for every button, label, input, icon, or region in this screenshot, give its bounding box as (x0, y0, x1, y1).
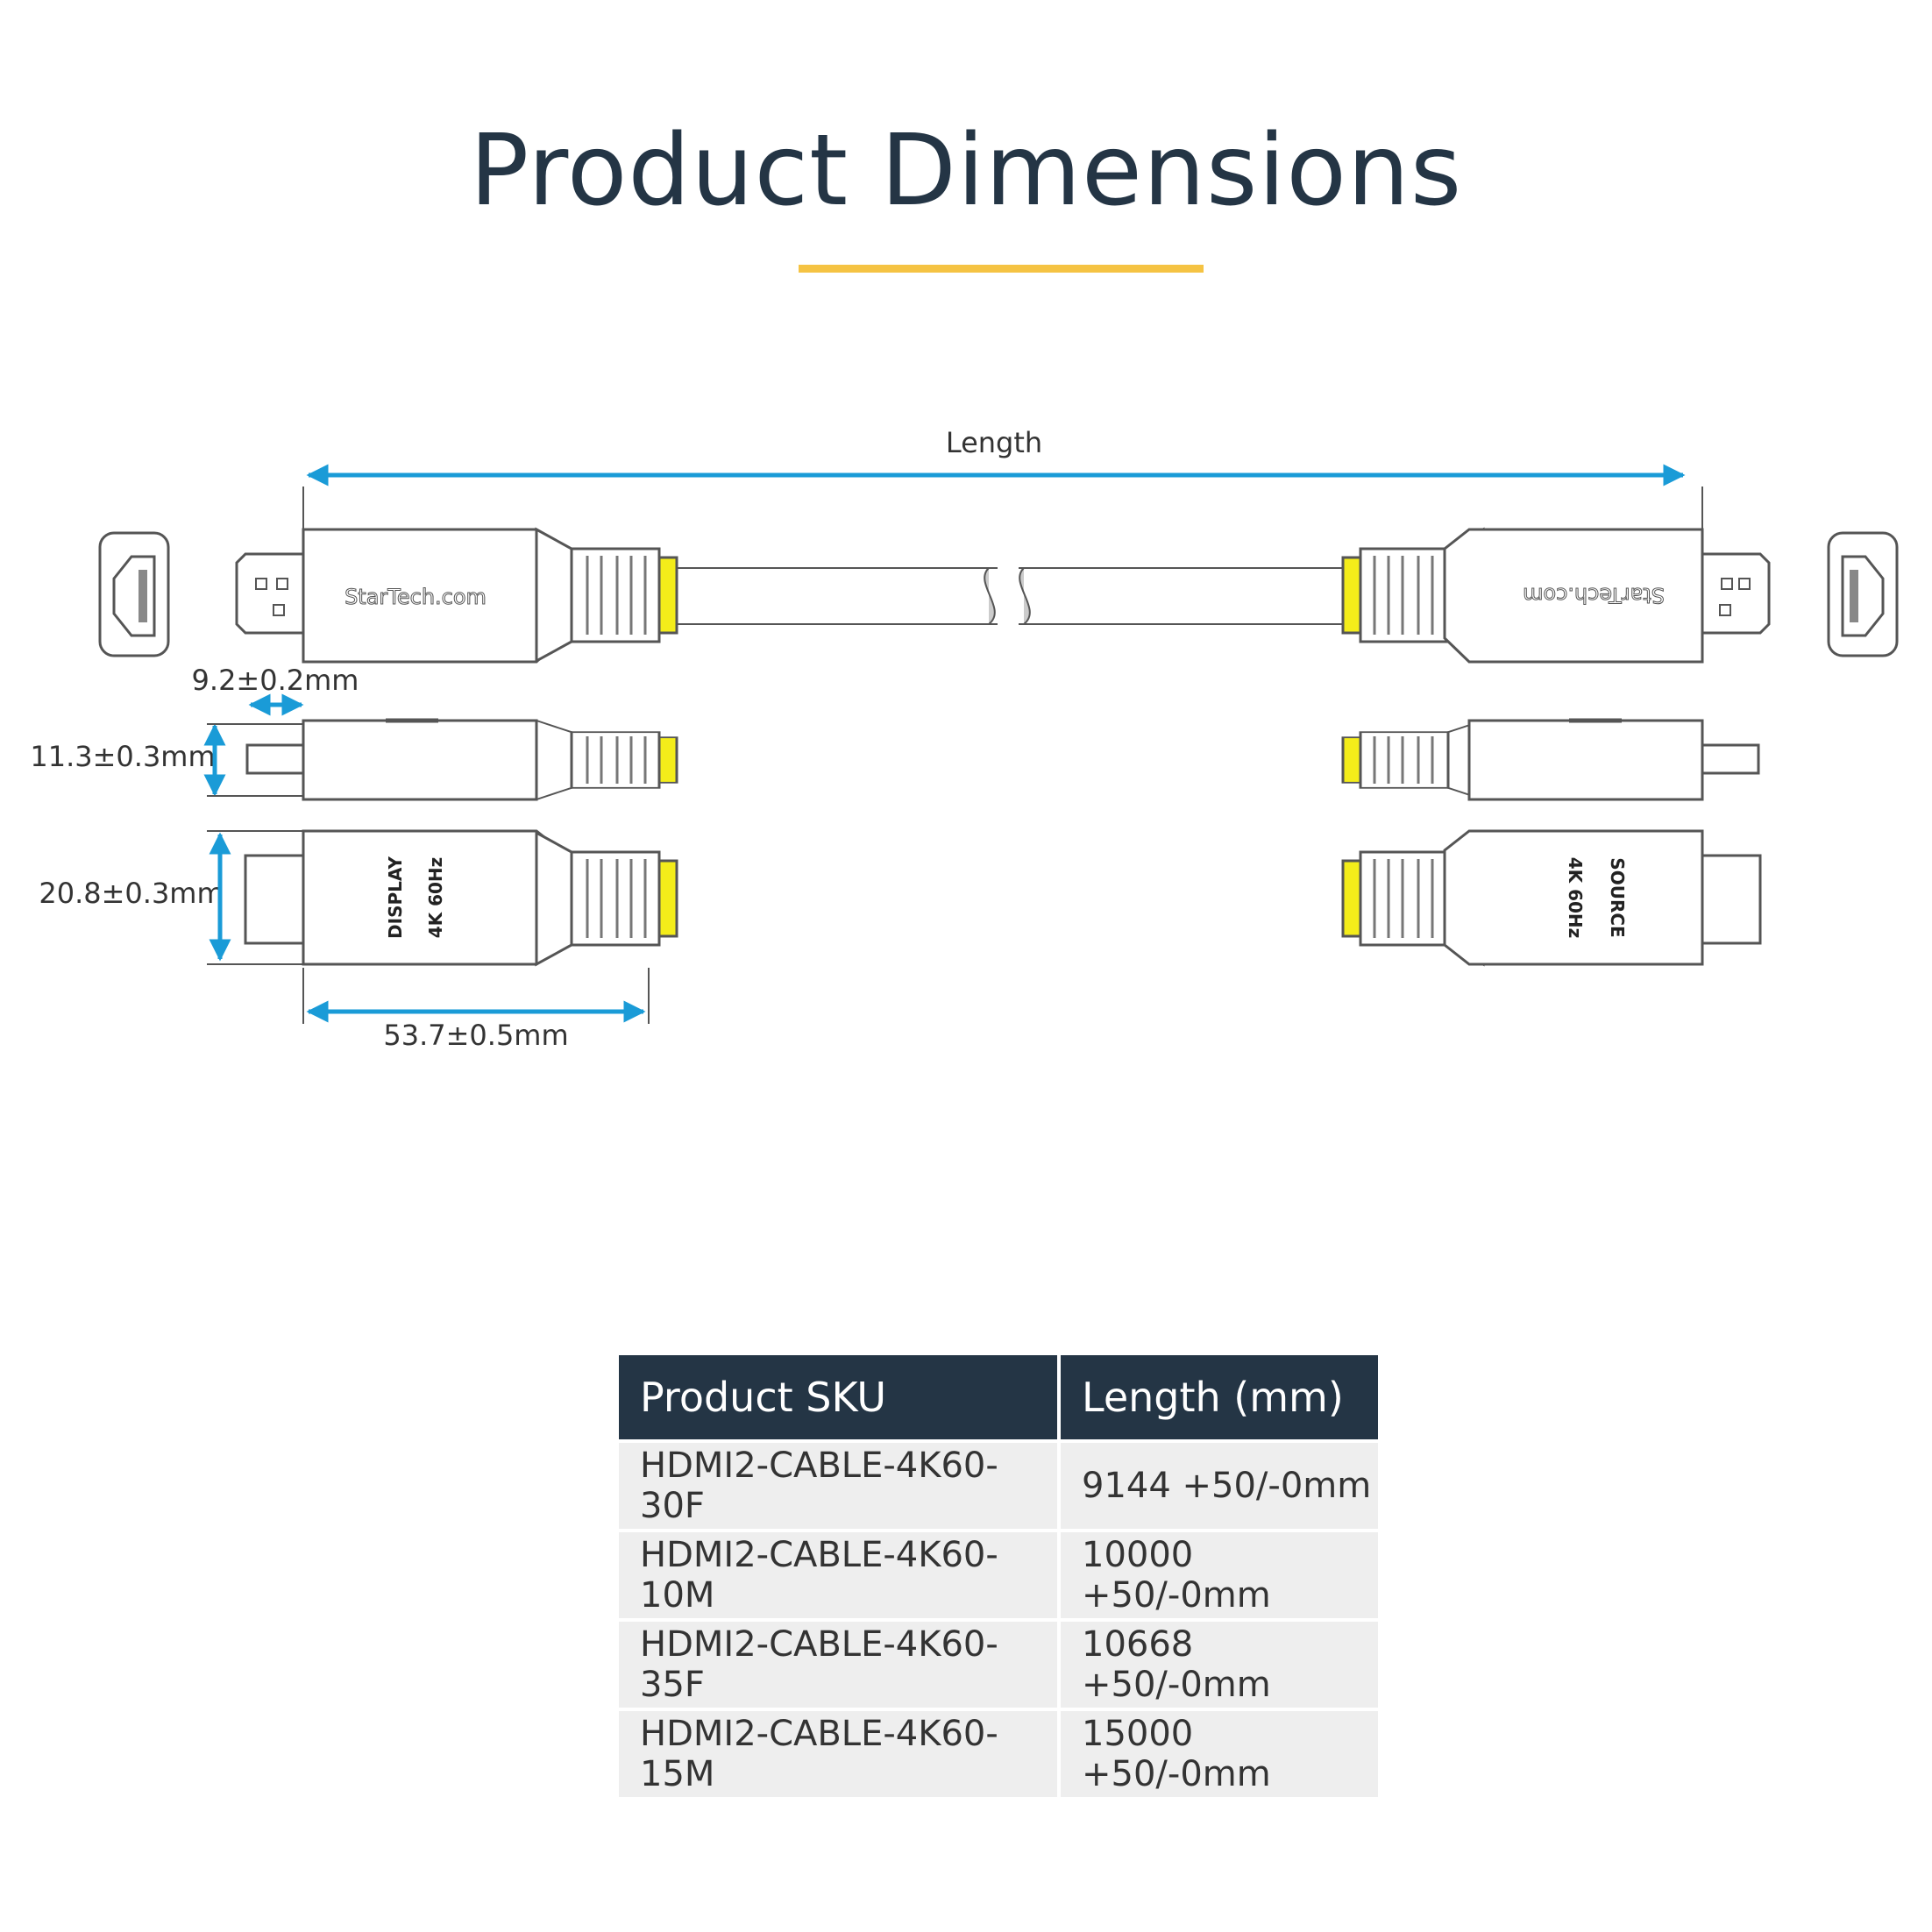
left-connector-end-view (98, 531, 170, 657)
right-connector-end-view (1827, 531, 1899, 657)
sku-cell: HDMI2-CABLE-4K60-10M (619, 1529, 1061, 1618)
right-connector-side-view (1341, 718, 1760, 801)
left-logo: StarTech.com (344, 585, 487, 609)
left-connector-bottom-view: DISPLAY 4K 60Hz (244, 829, 678, 966)
table-row: HDMI2-CABLE-4K60-30F 9144 +50/-0mm (619, 1439, 1378, 1529)
title-underline (799, 265, 1204, 273)
right-side-text-2: 4K 60Hz (1565, 857, 1586, 939)
cable-body (677, 567, 1350, 625)
thickness-label: 11.3±0.3mm (30, 740, 215, 773)
length-cell: 10000 +50/-0mm (1061, 1529, 1378, 1618)
left-connector-side-view (245, 718, 678, 801)
right-connector-top-view: StarTech.com (1341, 528, 1771, 664)
sku-cell: HDMI2-CABLE-4K60-35F (619, 1618, 1061, 1708)
length-label: Length (946, 426, 1042, 459)
cable-dimension-diagram: Length StarTech.com StarTech.com (30, 426, 1899, 1052)
body-length-label: 53.7±0.5mm (383, 1019, 568, 1052)
table-row: HDMI2-CABLE-4K60-15M 15000 +50/-0mm (619, 1708, 1378, 1797)
table-header-row: Product SKU Length (mm) (619, 1355, 1378, 1439)
length-cell: 10668 +50/-0mm (1061, 1618, 1378, 1708)
table-row: HDMI2-CABLE-4K60-35F 10668 +50/-0mm (619, 1618, 1378, 1708)
header-length: Length (mm) (1061, 1355, 1378, 1439)
length-cell: 9144 +50/-0mm (1061, 1439, 1378, 1529)
sku-length-table: Product SKU Length (mm) HDMI2-CABLE-4K60… (619, 1355, 1378, 1797)
right-connector-bottom-view: SOURCE 4K 60Hz (1341, 829, 1762, 966)
page-title: Product Dimensions (469, 114, 1463, 228)
sku-cell: HDMI2-CABLE-4K60-15M (619, 1708, 1061, 1797)
right-logo: StarTech.com (1523, 583, 1665, 607)
table-row: HDMI2-CABLE-4K60-10M 10000 +50/-0mm (619, 1529, 1378, 1618)
left-side-text-2: 4K 60Hz (425, 857, 446, 939)
length-cell: 15000 +50/-0mm (1061, 1708, 1378, 1797)
tip-depth-label: 9.2±0.2mm (192, 664, 359, 697)
left-side-text-1: DISPLAY (385, 856, 406, 939)
width-label: 20.8±0.3mm (39, 877, 224, 910)
right-side-text-1: SOURCE (1607, 857, 1628, 937)
header-product-sku: Product SKU (619, 1355, 1061, 1439)
sku-cell: HDMI2-CABLE-4K60-30F (619, 1439, 1061, 1529)
left-connector-top-view: StarTech.com (235, 528, 678, 664)
